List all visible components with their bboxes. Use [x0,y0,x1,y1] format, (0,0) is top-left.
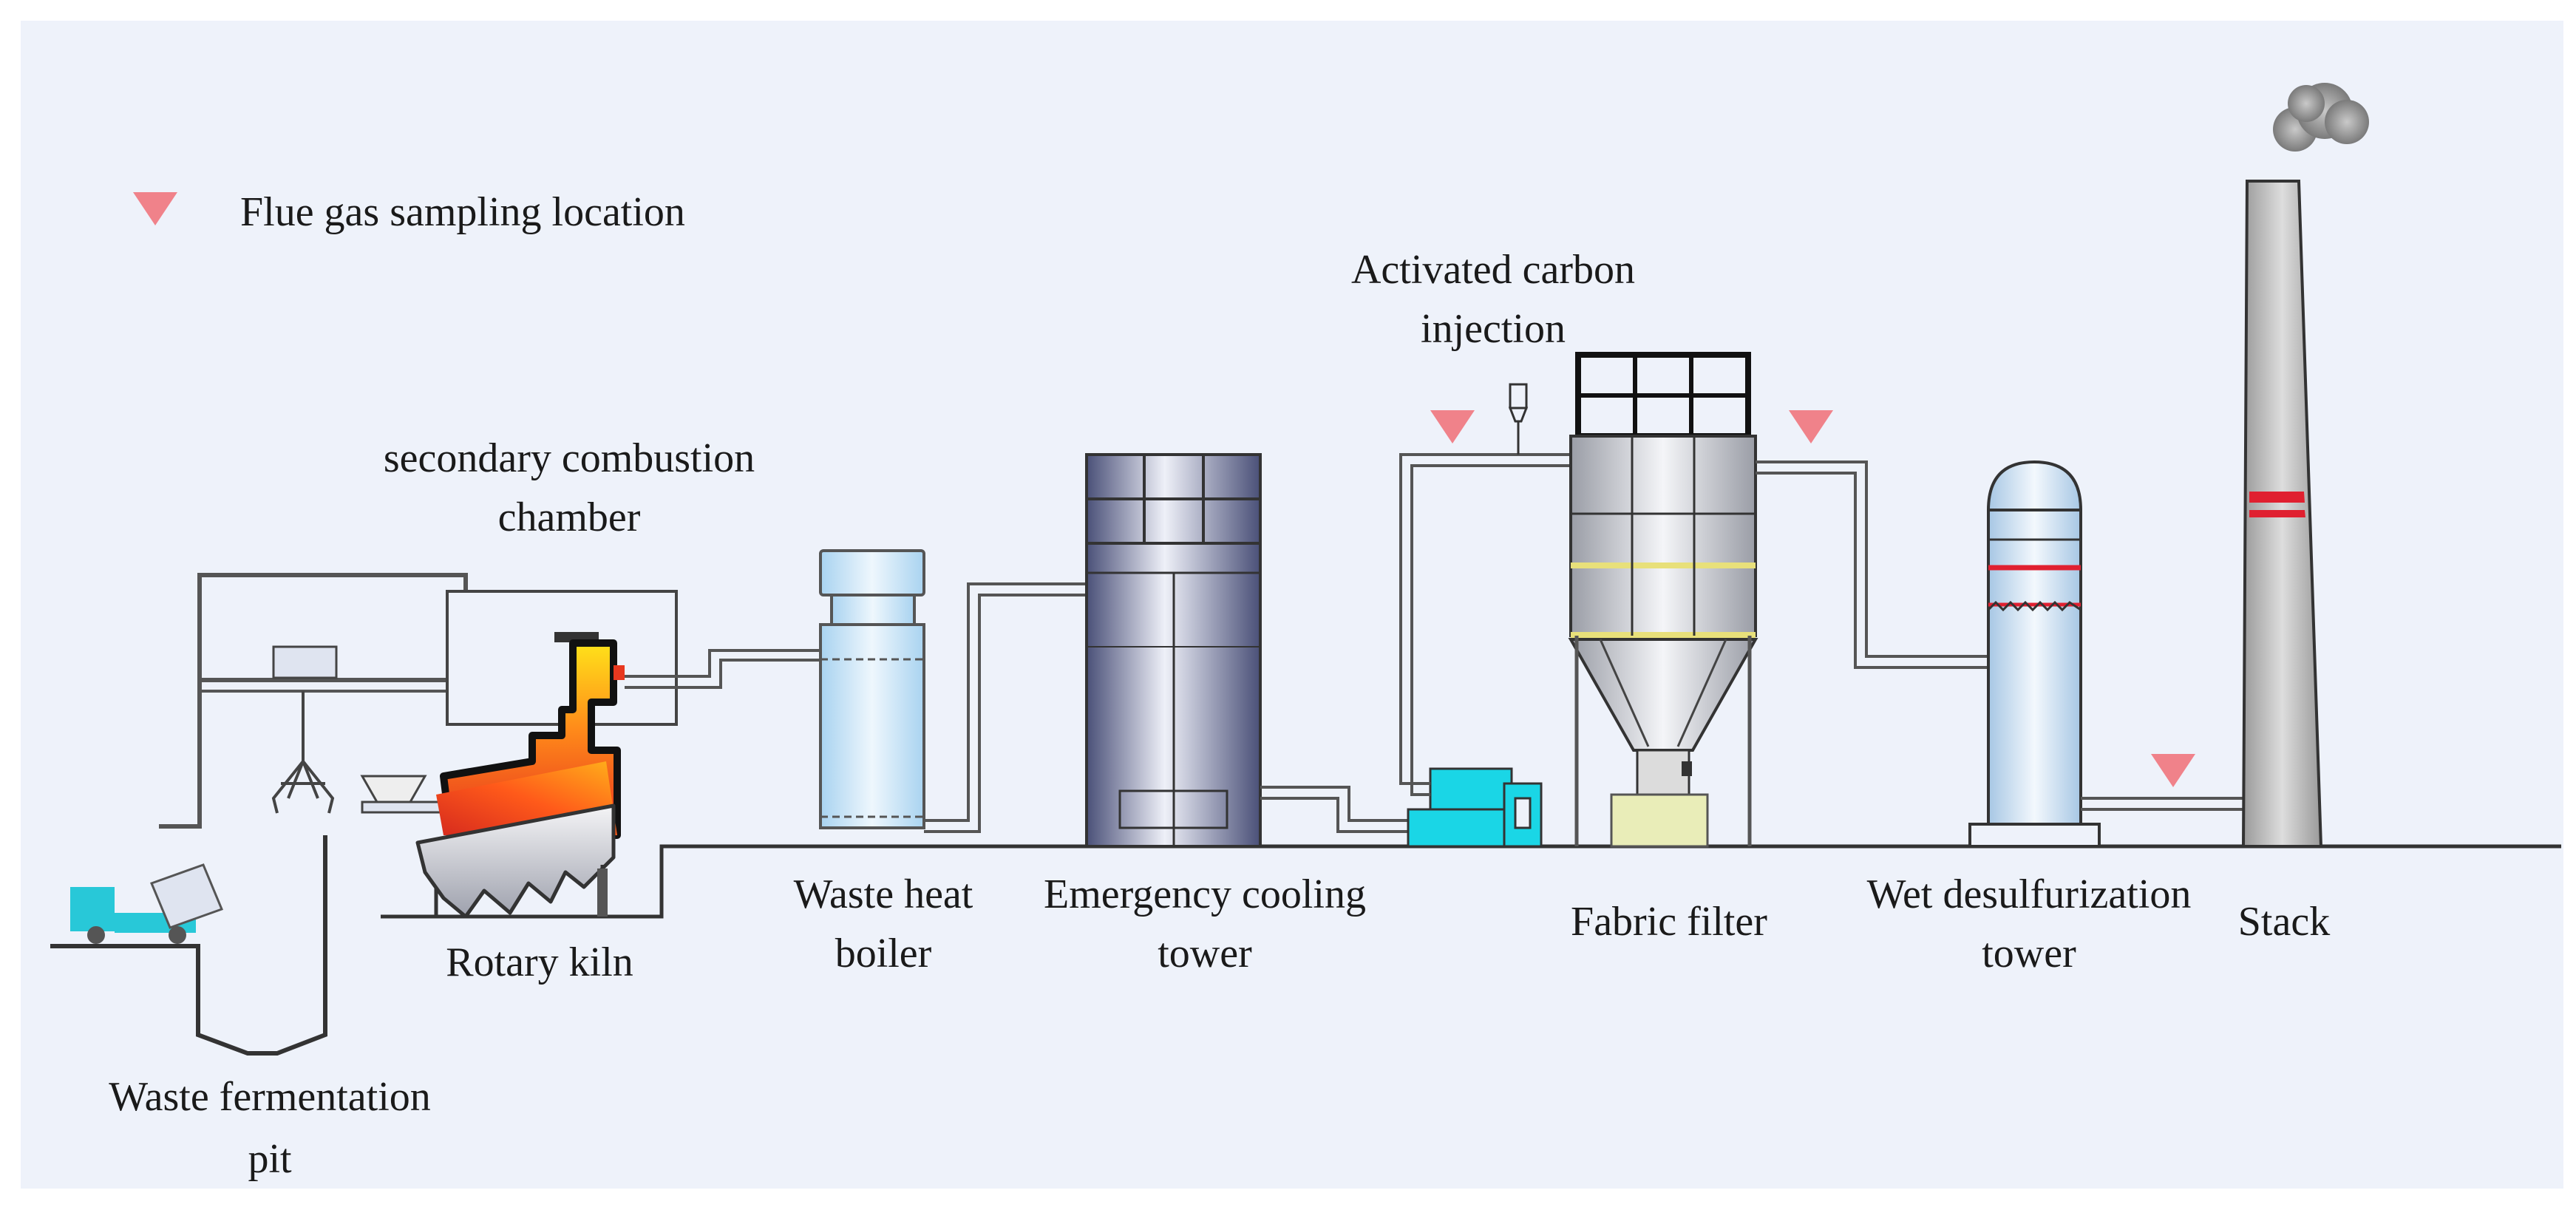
boiler-body [830,594,916,626]
stack [2241,83,2369,848]
activated-carbon-nozzle [1508,383,1529,455]
sampling-marker-icon [1430,410,1475,443]
waste-heat-boiler [819,549,925,829]
wet-desulfurization-tower [1968,460,2101,848]
label-fabric-filter: Fabric filter [1571,899,1767,945]
crane-frame [159,573,468,829]
boiler-top [819,549,925,596]
cooling-inspection-door [1118,789,1228,829]
feed-chute [361,801,445,814]
label-rotary-kiln: Rotary kiln [446,939,633,985]
wet-base [1968,823,2101,848]
wet-body [1987,509,2082,826]
duct-chamber-boiler [625,649,820,678]
stack-band-icon [2249,510,2305,517]
rotary-kiln [415,761,617,919]
duct-injection-filter [1399,453,1578,785]
wet-spray-zigzag [1987,600,2081,612]
waste-fermentation-pit [50,835,327,1056]
label-stack: Stack [2238,899,2330,945]
duct-chamber-boiler-inner [625,659,820,689]
injection-fan [1429,767,1513,811]
wet-dome [1986,460,2083,511]
duct-filter-wet-inner [1756,472,1988,669]
crane-structure [159,573,468,829]
legend-label: Flue gas sampling location [240,189,685,235]
filter-hopper [1568,638,1758,752]
sampling-marker-icon [2151,754,2195,787]
duct-boiler-cooling [924,582,1087,822]
emergency-cooling-tower [1085,453,1262,848]
boiler-shell [819,623,925,829]
stack-band-icon [2249,492,2305,503]
kiln-base [597,869,608,917]
crane-trolley [272,645,338,679]
duct-cooling-filter-inner [1260,797,1408,833]
sampling-marker-icon [1789,410,1833,443]
filter-discharge [1636,749,1690,796]
grab-bucket-icon [271,760,335,814]
injection-panel [1514,797,1532,829]
background-panel [21,21,2563,1189]
smoke-icon [2273,83,2369,152]
truck-icon [70,863,223,944]
filter-valve-icon [1682,761,1692,776]
filter-body [1569,435,1757,637]
duct-boiler-cooling-inner [924,594,1087,833]
duct-injection-filter-inner [1410,464,1578,796]
chamber-outlet [614,665,625,680]
kiln-body [415,803,616,919]
duct-cooling-filter [1260,786,1408,822]
duct-filter-wet [1756,460,1988,658]
carbon-injection-unit [1407,767,1543,848]
sampling-marker-icon [133,192,177,225]
legend: Flue gas sampling location [133,189,685,235]
fabric-filter [1568,352,1758,848]
filter-base [1610,793,1709,848]
